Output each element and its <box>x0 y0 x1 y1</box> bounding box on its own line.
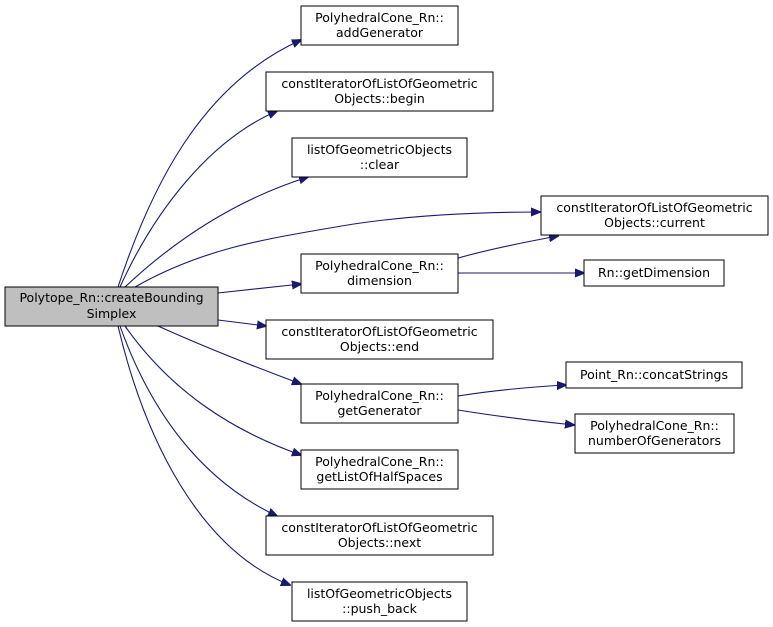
edge-root-to-end <box>217 319 266 326</box>
node-label-line2: ::push_back <box>342 601 417 616</box>
node-getListOfHalfSpaces[interactable]: PolyhedralCone_Rn:: getListOfHalfSpaces <box>300 449 459 490</box>
edge-getGenerator-to-numberOfGenerators <box>457 409 574 425</box>
node-label-line1: constIteratorOfListOfGeometric <box>281 76 477 91</box>
node-push_back[interactable]: listOfGeometricObjects ::push_back <box>291 581 468 622</box>
node-getGenerator[interactable]: PolyhedralCone_Rn:: getGenerator <box>300 383 459 424</box>
edge-root-to-getListOfHalfSpaces <box>124 325 301 455</box>
edge-getGenerator-to-concatStrings <box>457 385 566 397</box>
edge-root-to-begin <box>119 111 277 288</box>
node-label-line2: Objects::current <box>604 215 705 230</box>
node-label-line1: constIteratorOfListOfGeometric <box>281 520 477 535</box>
node-label-line2: getGenerator <box>337 403 422 418</box>
node-label-line2: ::clear <box>360 157 400 172</box>
node-label-line1: listOfGeometricObjects <box>307 142 452 157</box>
edge-root-to-push_back <box>117 325 290 585</box>
node-label-line1: PolyhedralCone_Rn:: <box>315 10 444 25</box>
node-label-line2: Objects::begin <box>334 91 425 106</box>
edges <box>117 40 584 585</box>
node-root[interactable]: Polytope_Rn::createBounding Simplex <box>4 286 219 327</box>
node-dimension[interactable]: PolyhedralCone_Rn:: dimension <box>300 253 459 294</box>
node-label-line1: listOfGeometricObjects <box>307 586 452 601</box>
node-next[interactable]: constIteratorOfListOfGeometric Objects::… <box>265 515 494 556</box>
edge-dimension-to-current <box>454 236 558 260</box>
node-label-line1: Point_Rn::concatStrings <box>580 367 728 382</box>
node-label-line1: Polytope_Rn::createBounding <box>19 290 203 305</box>
edge-root-to-next <box>119 325 277 516</box>
edge-root-to-clear <box>124 177 308 288</box>
node-numberOfGenerators[interactable]: PolyhedralCone_Rn:: numberOfGenerators <box>574 413 735 454</box>
node-current[interactable]: constIteratorOfListOfGeometric Objects::… <box>540 195 769 236</box>
node-label-line1: PolyhedralCone_Rn:: <box>315 388 444 403</box>
node-label-line2: addGenerator <box>336 25 424 40</box>
edge-root-to-addGenerator <box>117 40 301 288</box>
node-label-line2: Objects::end <box>340 339 419 354</box>
edge-root-to-getGenerator <box>157 325 301 384</box>
node-clear[interactable]: listOfGeometricObjects ::clear <box>291 137 468 178</box>
node-concatStrings[interactable]: Point_Rn::concatStrings <box>565 361 743 389</box>
node-label-line1: Rn::getDimension <box>598 265 710 280</box>
node-begin[interactable]: constIteratorOfListOfGeometric Objects::… <box>265 71 494 112</box>
node-label-line1: PolyhedralCone_Rn:: <box>315 454 444 469</box>
node-label-line1: constIteratorOfListOfGeometric <box>281 324 477 339</box>
edge-root-to-current <box>134 212 540 288</box>
node-label-line2: numberOfGenerators <box>588 433 721 448</box>
node-label-line2: getListOfHalfSpaces <box>316 469 442 484</box>
node-label-line1: PolyhedralCone_Rn:: <box>590 418 719 433</box>
node-getDimension[interactable]: Rn::getDimension <box>583 259 725 287</box>
node-label-line2: dimension <box>347 273 412 288</box>
node-label-line2: Objects::next <box>338 535 421 550</box>
node-addGenerator[interactable]: PolyhedralCone_Rn:: addGenerator <box>300 5 459 46</box>
node-label-line1: constIteratorOfListOfGeometric <box>556 200 752 215</box>
node-label-line2: Simplex <box>87 306 137 321</box>
node-label-line1: PolyhedralCone_Rn:: <box>315 258 444 273</box>
edge-root-to-dimension <box>217 284 301 294</box>
node-end[interactable]: constIteratorOfListOfGeometric Objects::… <box>265 319 494 360</box>
